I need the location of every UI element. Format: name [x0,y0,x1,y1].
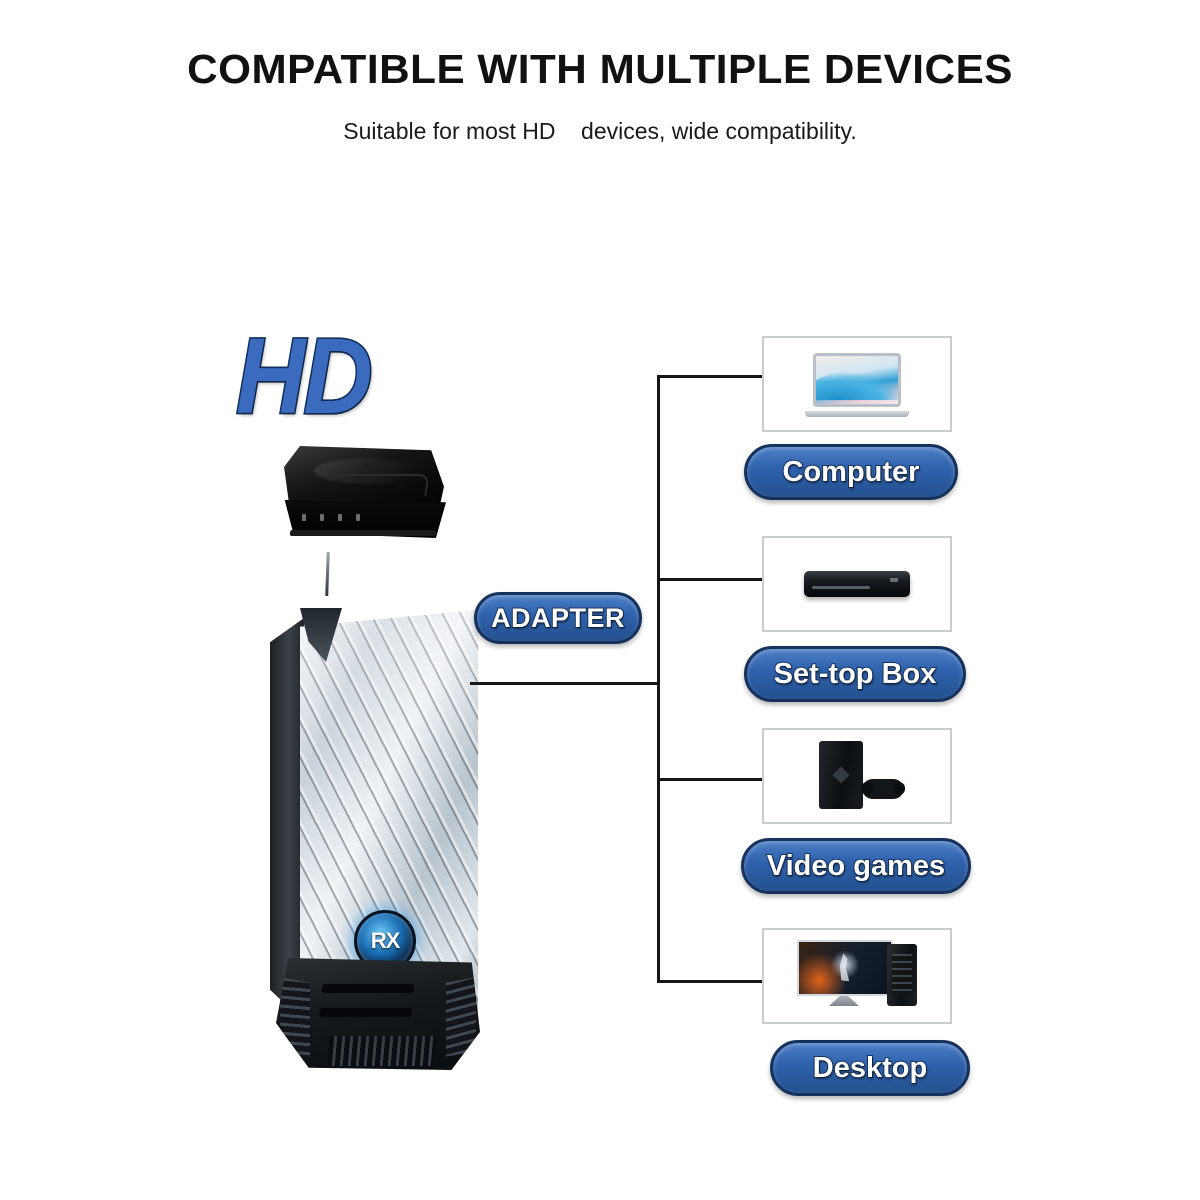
adapter-label-pill: ADAPTER [474,592,642,644]
line-device-to-trunk [470,682,660,685]
device-label-computer: Computer [744,444,958,500]
device-label-desktop-text: Desktop [812,1051,928,1085]
line-branch-settop [657,578,765,581]
device-label-desktop: Desktop [770,1040,970,1096]
device-label-computer-text: Computer [782,455,921,489]
laptop-wallpaper [816,371,898,400]
device-thumb-desktop [762,928,952,1024]
device-side-panel [270,618,304,1022]
device-label-settop-text: Set-top Box [773,657,938,691]
device-label-settop: Set-top Box [744,646,966,702]
device-label-video: Video games [741,838,971,894]
line-branch-desktop [657,980,765,983]
monitor-stand [829,996,859,1006]
console-gamepad [861,779,905,799]
desktop-monitor-icon [797,940,917,1012]
pc-tower [887,944,917,1006]
console-tower [819,741,863,809]
device-thumb-video [762,728,952,824]
adapter-label-text: ADAPTER [490,602,626,634]
page-subtitle: Suitable for most HD devices, wide compa… [343,118,857,144]
game-console-icon [809,739,905,813]
plug-highlight [314,458,424,484]
monitor-game-scene [799,942,891,994]
device-thumb-settop [762,536,952,632]
line-branch-computer [657,375,765,378]
laptop-base [805,411,909,417]
hd-logo: HD [235,315,375,438]
plug-contacts [302,512,422,522]
monitor-screen [797,940,893,996]
hdmi-connector-icon [278,446,450,541]
line-trunk-vertical [657,375,660,983]
device-label-video-text: Video games [766,849,946,883]
page-title: COMPATIBLE WITH MULTIPLE DEVICES [187,46,1013,92]
laptop-icon [805,349,909,419]
set-top-box-icon [804,571,910,597]
rx-badge-label: RX [370,928,401,953]
device-bottom-housing [276,958,480,1070]
laptop-screen [813,353,901,407]
line-branch-video [657,778,765,781]
device-thumb-computer [762,336,952,432]
